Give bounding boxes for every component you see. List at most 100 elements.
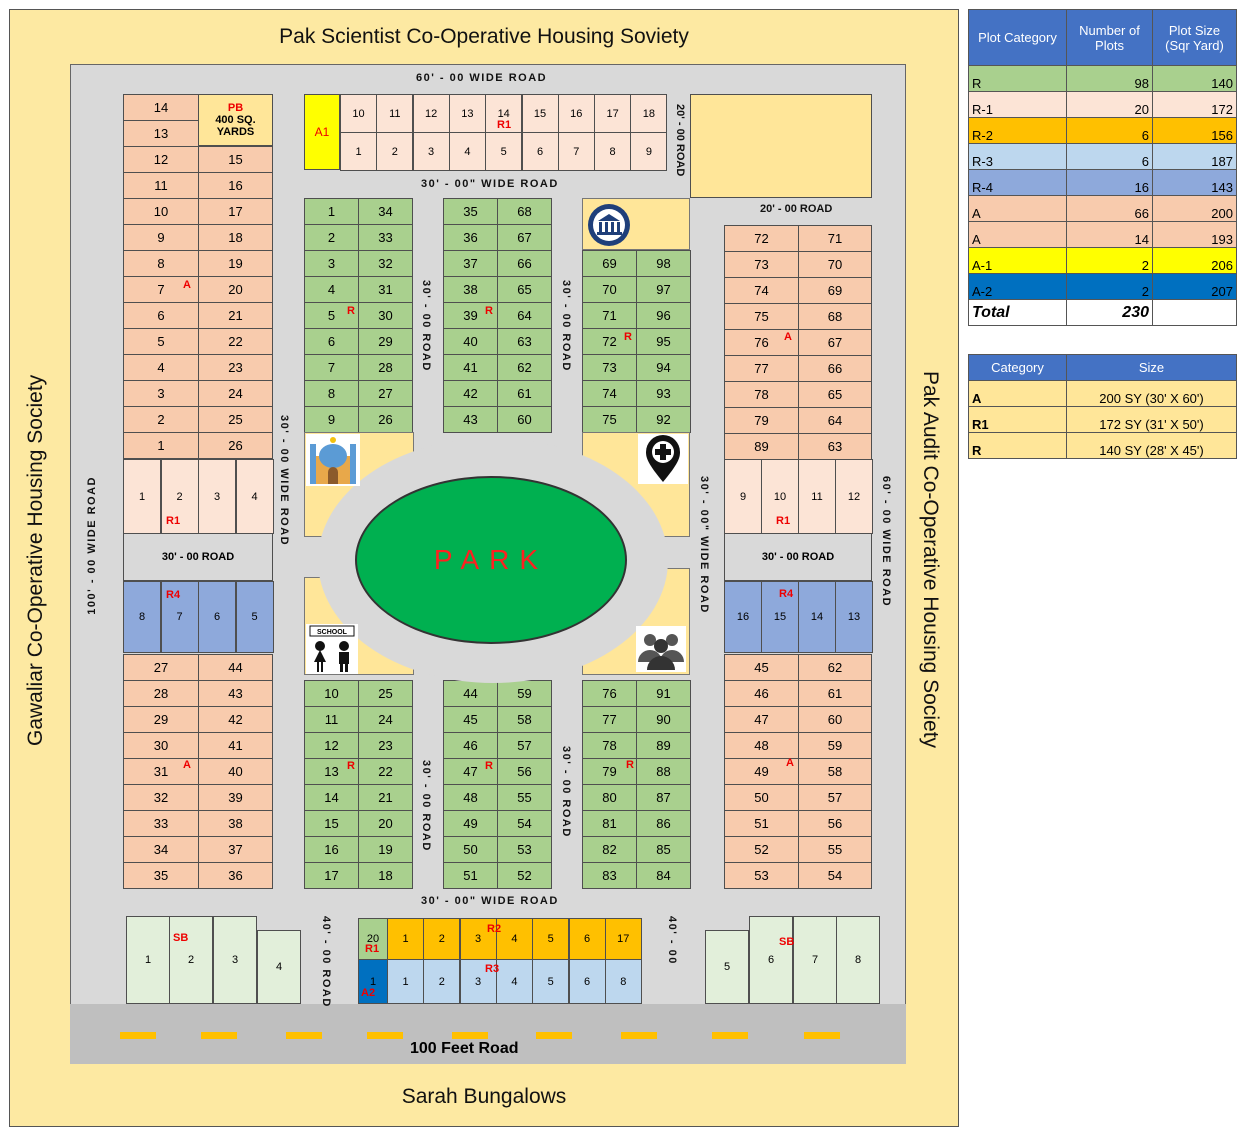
plot[interactable]: 5 (705, 930, 749, 1004)
plot[interactable]: 20 (198, 276, 273, 303)
plot[interactable]: 8 (836, 916, 880, 1004)
plot[interactable]: 42 (198, 706, 273, 733)
plot[interactable]: 25 (198, 406, 273, 433)
plot[interactable]: 7 (304, 354, 359, 381)
plot[interactable]: 44 (198, 654, 273, 681)
plot[interactable]: 58 (798, 758, 872, 785)
plot[interactable]: 26 (358, 406, 413, 433)
plot[interactable]: 69 (582, 250, 637, 277)
plot[interactable]: 94 (636, 354, 691, 381)
plot[interactable]: 17 (594, 94, 632, 133)
plot[interactable]: 2 (123, 406, 199, 433)
plot[interactable]: 13 (835, 581, 873, 653)
plot[interactable]: 34 (358, 198, 413, 225)
plot[interactable]: 11 (123, 172, 199, 199)
plot[interactable]: 7 (160, 581, 199, 653)
plot[interactable]: 40 (198, 758, 273, 785)
plot[interactable]: 69 (798, 277, 872, 304)
plot[interactable]: 3 (213, 916, 257, 1004)
plot[interactable]: 44 (443, 680, 498, 707)
plot[interactable]: 2 (169, 916, 213, 1004)
plot[interactable]: 9 (630, 132, 668, 171)
plot[interactable]: 88 (636, 758, 691, 785)
plot[interactable]: 18 (630, 94, 668, 133)
plot[interactable]: 3 (123, 380, 199, 407)
plot[interactable]: 14 (304, 784, 359, 811)
plot[interactable]: 5 (532, 959, 570, 1004)
plot[interactable]: 45 (724, 654, 799, 681)
plot[interactable]: 50 (443, 836, 498, 863)
plot[interactable]: 46 (443, 732, 498, 759)
plot[interactable]: 67 (497, 224, 552, 251)
plot[interactable]: 7 (793, 916, 837, 1004)
plot[interactable]: 10 (761, 459, 799, 534)
plot[interactable]: 22 (198, 328, 273, 355)
plot[interactable]: 47 (443, 758, 498, 785)
plot[interactable]: 51 (443, 862, 498, 889)
plot[interactable]: 16 (557, 94, 595, 133)
plot[interactable]: 72 (582, 328, 637, 355)
plot[interactable]: 52 (724, 836, 799, 863)
plot[interactable]: 15 (521, 94, 559, 133)
plot[interactable]: 1 (126, 916, 170, 1004)
plot[interactable]: 56 (497, 758, 552, 785)
plot[interactable]: 93 (636, 380, 691, 407)
plot-pb[interactable]: PB 400 SQ. YARDS (198, 94, 273, 146)
plot[interactable]: 31 (123, 758, 199, 785)
plot[interactable]: 48 (724, 732, 799, 759)
plot[interactable]: 65 (497, 276, 552, 303)
plot[interactable]: 6 (198, 581, 236, 653)
plot[interactable]: 75 (724, 303, 799, 330)
plot[interactable]: 17 (304, 862, 359, 889)
plot[interactable]: 97 (636, 276, 691, 303)
plot[interactable]: 5 (532, 918, 570, 960)
park[interactable]: PARK (355, 476, 627, 644)
plot[interactable]: 24 (358, 706, 413, 733)
plot[interactable]: 92 (636, 406, 691, 433)
plot[interactable]: 84 (636, 862, 691, 889)
plot[interactable]: 26 (198, 432, 273, 459)
plot[interactable]: 79 (724, 407, 799, 434)
plot[interactable]: 36 (443, 224, 498, 251)
plot[interactable]: 4 (257, 930, 301, 1004)
plot[interactable]: 12 (123, 146, 199, 173)
plot[interactable]: 8 (304, 380, 359, 407)
plot[interactable]: 31 (358, 276, 413, 303)
plot[interactable]: 21 (198, 302, 273, 329)
plot[interactable]: 78 (724, 381, 799, 408)
plot[interactable]: 6 (568, 918, 606, 960)
plot[interactable]: 57 (798, 784, 872, 811)
plot[interactable]: 10 (304, 680, 359, 707)
plot[interactable]: 74 (724, 277, 799, 304)
plot[interactable]: 13 (123, 120, 199, 147)
plot[interactable]: 64 (497, 302, 552, 329)
plot[interactable]: 9 (724, 459, 762, 534)
plot[interactable]: 33 (123, 810, 199, 837)
plot[interactable]: 10 (123, 198, 199, 225)
plot[interactable]: 19 (358, 836, 413, 863)
plot[interactable]: 20 (358, 810, 413, 837)
plot[interactable]: 17 (198, 198, 273, 225)
plot[interactable]: 7 (557, 132, 595, 171)
plot[interactable]: 20 (358, 918, 388, 960)
plot[interactable]: 80 (582, 784, 637, 811)
plot[interactable]: 83 (582, 862, 637, 889)
plot[interactable]: 3 (304, 250, 359, 277)
plot[interactable]: 18 (198, 224, 273, 251)
plot[interactable]: 16 (304, 836, 359, 863)
plot[interactable]: 3 (459, 959, 497, 1004)
plot[interactable]: 78 (582, 732, 637, 759)
plot[interactable]: 37 (443, 250, 498, 277)
plot[interactable]: 1 (387, 959, 424, 1004)
plot[interactable]: 51 (724, 810, 799, 837)
plot[interactable]: 87 (636, 784, 691, 811)
plot[interactable]: 43 (443, 406, 498, 433)
plot[interactable]: 8 (604, 959, 642, 1004)
plot[interactable]: 91 (636, 680, 691, 707)
plot[interactable]: 16 (198, 172, 273, 199)
plot[interactable]: 4 (235, 459, 274, 534)
plot[interactable]: 32 (123, 784, 199, 811)
plot[interactable]: 15 (761, 581, 799, 653)
plot[interactable]: 9 (123, 224, 199, 251)
plot[interactable]: 62 (798, 654, 872, 681)
